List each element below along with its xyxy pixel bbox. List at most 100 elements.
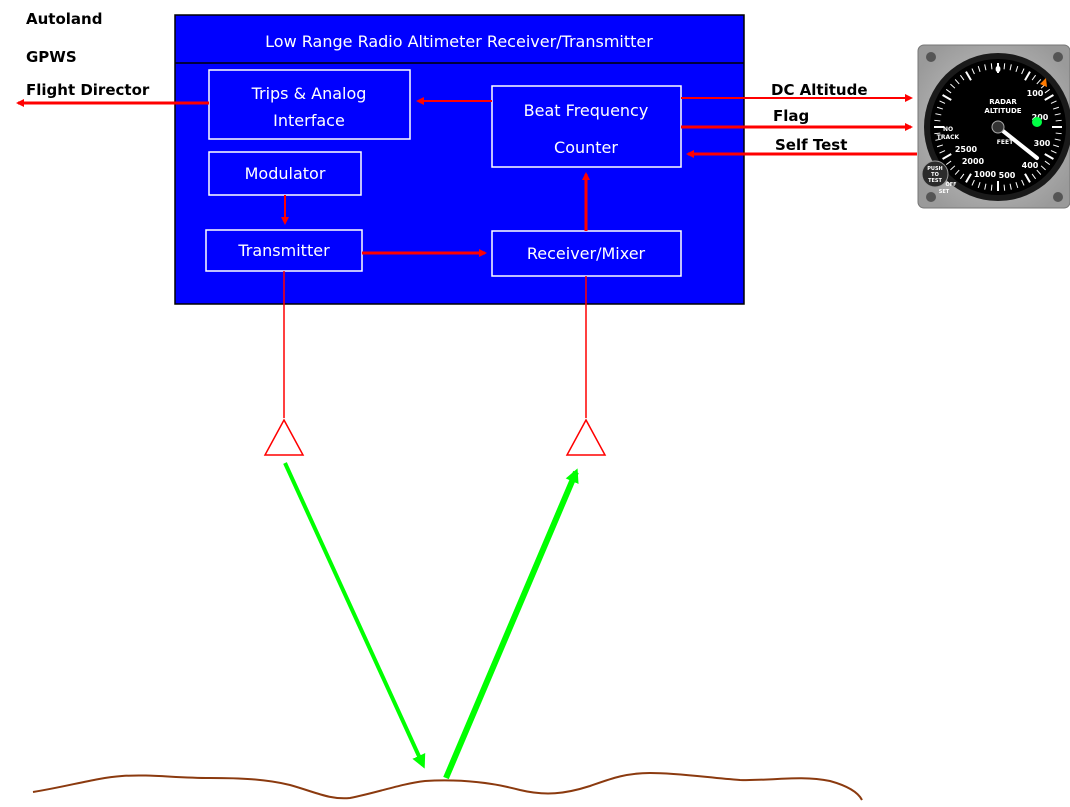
dial-label-400: 400 xyxy=(1022,161,1039,170)
bezel-screw-tl xyxy=(926,52,936,62)
dial-tick xyxy=(959,74,965,81)
dial-tick xyxy=(977,65,981,72)
dial-tick xyxy=(942,94,952,101)
indicator-links: DC Altitude Flag Self Test xyxy=(681,81,917,158)
dial-tick xyxy=(939,100,946,104)
dial-tick xyxy=(1050,150,1057,154)
dial-tick xyxy=(1044,94,1054,101)
dial-tick xyxy=(935,138,942,141)
dial-tick xyxy=(1036,169,1042,175)
dial-tick xyxy=(984,183,987,190)
orange-bug-marker xyxy=(1040,78,1047,87)
dial-label-500: 500 xyxy=(999,171,1016,180)
bezel-screw-br xyxy=(1053,192,1063,202)
beat-block-label-line1: Beat Frequency xyxy=(524,101,649,120)
flag-indicator-green xyxy=(1032,117,1042,127)
dial-tick xyxy=(1031,173,1037,180)
dial-tick xyxy=(936,144,943,148)
left-outputs: Autoland GPWS Flight Director xyxy=(16,10,209,107)
dial-tick xyxy=(950,165,956,171)
dial-tick xyxy=(971,179,975,186)
dial-tick xyxy=(934,119,941,122)
rx-antenna-triangle xyxy=(565,418,607,456)
dial-unit-label: FEET xyxy=(997,139,1014,146)
push-to-test-button[interactable] xyxy=(921,160,949,188)
antennas xyxy=(263,271,607,456)
radar-altitude-indicator: 0 100 200 300 400 500 1000 2000 2500 RAD… xyxy=(917,44,1070,209)
no-track-line1: NO xyxy=(943,126,953,133)
output-flight-director-label: Flight Director xyxy=(26,81,150,99)
dial-tick xyxy=(1040,165,1046,171)
off-label: OFF xyxy=(945,182,956,188)
dial-tick xyxy=(1015,65,1019,72)
dial-tick xyxy=(1044,160,1051,166)
dial-tick xyxy=(950,83,956,89)
bezel-screw-tr xyxy=(1053,52,1063,62)
transmitter-label: Transmitter xyxy=(237,241,330,260)
beat-block-label-line2: Counter xyxy=(554,138,618,157)
dial-tick xyxy=(1055,132,1062,135)
dial-label-1000: 1000 xyxy=(974,170,997,179)
dial-tick xyxy=(1044,88,1051,94)
set-label: SET xyxy=(939,189,950,195)
transmitted-beam xyxy=(283,462,426,769)
dial-label-0: 0 xyxy=(995,65,1001,74)
dial-tick xyxy=(1044,153,1054,160)
output-autoland-label: Autoland xyxy=(26,10,102,28)
dial-tick xyxy=(1015,182,1019,189)
dial-tick xyxy=(939,150,946,154)
dial-label-300: 300 xyxy=(1034,139,1051,148)
dial-tick xyxy=(1053,144,1060,148)
dial-tick xyxy=(1054,138,1061,141)
dial-tick xyxy=(1036,79,1042,85)
dial-tick xyxy=(965,173,972,183)
trips-block-label-line2: Interface xyxy=(273,111,345,130)
dial-tick xyxy=(936,106,943,110)
dial-tick xyxy=(1003,63,1006,70)
indicator-needle xyxy=(996,125,1039,160)
dial-tick xyxy=(965,71,972,81)
dial-title-line1: RADAR xyxy=(989,98,1017,106)
dial-tick xyxy=(1031,74,1037,81)
dial-tick xyxy=(990,63,993,70)
dial-tick xyxy=(1021,179,1025,186)
dial-tick xyxy=(1024,71,1031,81)
dial-tick xyxy=(1021,68,1025,75)
tx-antenna-triangle xyxy=(263,418,305,456)
output-gpws-label: GPWS xyxy=(26,48,77,66)
no-track-line2: TRACK xyxy=(937,134,960,141)
dial-tick xyxy=(990,184,993,191)
push-to-test-line3: TEST xyxy=(928,178,942,184)
modulator-label: Modulator xyxy=(245,164,326,183)
dial-tick xyxy=(1053,106,1060,110)
dial-tick xyxy=(1055,119,1062,122)
dial-tick xyxy=(1054,113,1061,116)
link-self-test-label: Self Test xyxy=(775,136,847,154)
link-flag-label: Flag xyxy=(773,107,809,125)
transceiver-unit: Low Range Radio Altimeter Receiver/Trans… xyxy=(174,14,745,305)
dial-label-2000: 2000 xyxy=(962,157,985,166)
dial-tick xyxy=(977,182,981,189)
reflected-beam xyxy=(443,468,579,780)
dial-tick xyxy=(945,88,952,94)
dial-tick xyxy=(1050,100,1057,104)
bezel-screw-bl xyxy=(926,192,936,202)
dial-tick xyxy=(1009,183,1012,190)
radio-beams xyxy=(283,462,579,780)
unit-title: Low Range Radio Altimeter Receiver/Trans… xyxy=(265,32,653,51)
transceiver-unit-body xyxy=(174,14,745,305)
dial-tick xyxy=(945,160,952,166)
push-to-test-line1: PUSH xyxy=(927,166,943,172)
dial-title-line2: ALTITUDE xyxy=(984,107,1021,115)
dial-tick xyxy=(1009,64,1012,71)
trips-block-label-line1: Trips & Analog xyxy=(251,84,367,103)
dial-tick-marks xyxy=(934,63,1062,191)
receiver-mixer-label: Receiver/Mixer xyxy=(527,244,646,263)
dial-label-100: 100 xyxy=(1027,89,1044,98)
ground-surface xyxy=(32,771,863,801)
push-to-test-line2: TO xyxy=(931,172,939,178)
dial-label-2500: 2500 xyxy=(955,145,978,154)
link-dc-altitude-label: DC Altitude xyxy=(771,81,868,99)
dial-label-200: 200 xyxy=(1032,113,1049,122)
